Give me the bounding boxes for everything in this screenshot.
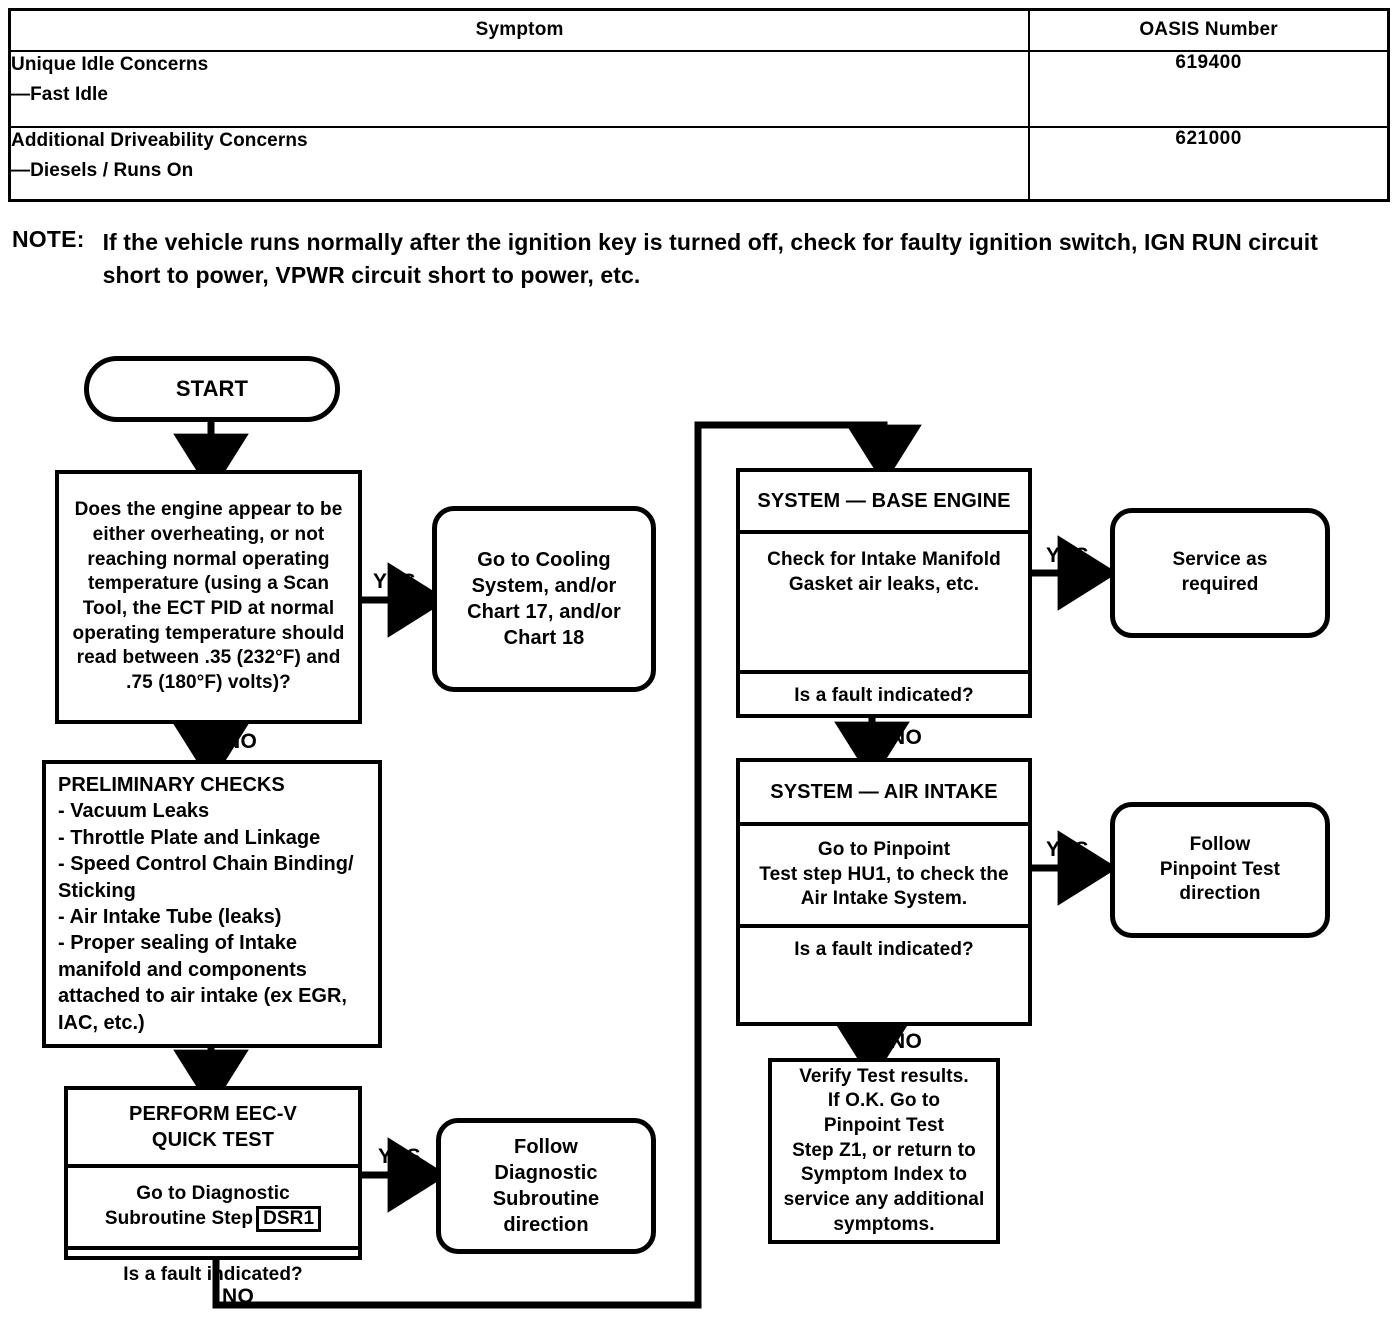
node-start-label: START: [175, 375, 249, 401]
node-overheat-question[interactable]: Does the engine appear to be either over…: [55, 470, 362, 724]
air-intake-title-row: SYSTEM — AIR INTAKE: [740, 762, 1028, 826]
node-overheat-question-label: Does the engine appear to be either over…: [72, 499, 345, 694]
note-label: NOTE:: [12, 226, 85, 252]
preliminary-list: - Vacuum Leaks - Throttle Plate and Link…: [58, 798, 368, 1036]
table-row: Additional Driveability Concerns —Diesel…: [11, 126, 1387, 199]
base-engine-title-row: SYSTEM — BASE ENGINE: [740, 472, 1028, 534]
air-intake-question: Is a fault indicated?: [794, 939, 974, 960]
node-system-base-engine[interactable]: SYSTEM — BASE ENGINE Check for Intake Ma…: [736, 468, 1032, 718]
edge-label-no-airintake: NO: [890, 726, 923, 749]
node-follow-diagnostic-subroutine-label: Follow Diagnostic Subroutine direction: [492, 1136, 600, 1236]
quick-test-question-row: Is a fault indicated?: [68, 1250, 358, 1300]
oasis-cell: 619400: [1028, 50, 1387, 128]
oasis-number: 621000: [1175, 128, 1242, 149]
node-follow-pinpoint-test[interactable]: Follow Pinpoint Test direction: [1110, 802, 1330, 938]
edge-label-yes-pinpoint: YES: [1046, 838, 1089, 861]
oasis-number: 619400: [1175, 52, 1242, 73]
table-row: Unique Idle Concerns —Fast Idle 619400: [11, 50, 1387, 128]
node-go-to-cooling-label: Go to Cooling System, and/or Chart 17, a…: [467, 549, 621, 649]
quick-test-action-line2-text: Subroutine Step: [104, 1208, 254, 1230]
node-follow-pinpoint-test-label: Follow Pinpoint Test direction: [1159, 833, 1281, 905]
symptom-cell: Additional Driveability Concerns —Diesel…: [11, 126, 1031, 199]
base-engine-question-row: Is a fault indicated?: [740, 674, 1028, 770]
node-system-air-intake[interactable]: SYSTEM — AIR INTAKE Go to Pinpoint Test …: [736, 758, 1032, 1026]
base-engine-action-row: Check for Intake Manifold Gasket air lea…: [740, 534, 1028, 674]
air-intake-title: SYSTEM — AIR INTAKE: [770, 781, 998, 803]
node-go-to-cooling[interactable]: Go to Cooling System, and/or Chart 17, a…: [432, 506, 656, 692]
symptom-item: —Diesels / Runs On: [11, 159, 194, 181]
symptom-item: —Fast Idle: [11, 83, 109, 105]
preliminary-title: PRELIMINARY CHECKS: [58, 774, 285, 796]
symptom-heading: Additional Driveability Concerns: [11, 130, 308, 151]
node-service-as-required[interactable]: Service as required: [1110, 508, 1330, 638]
base-engine-question: Is a fault indicated?: [794, 685, 974, 706]
node-verify-test-results-label: Verify Test results. If O.K. Go to Pinpo…: [783, 1065, 985, 1235]
pinpoint-step-ref-dsr1[interactable]: DSR1: [256, 1206, 322, 1233]
node-verify-test-results[interactable]: Verify Test results. If O.K. Go to Pinpo…: [768, 1058, 1000, 1244]
list-item: - Vacuum Leaks: [58, 800, 210, 823]
air-intake-action: Go to Pinpoint Test step HU1, to check t…: [759, 838, 1009, 910]
air-intake-question-row: Is a fault indicated?: [740, 928, 1028, 1070]
edge-label-no-verify: NO: [890, 1030, 923, 1053]
quick-test-title: PERFORM EEC-V QUICK TEST: [129, 1103, 297, 1151]
list-item: - Speed Control Chain Binding/ Sticking: [58, 853, 354, 902]
edge-label-yes-subroutine: YES: [378, 1145, 421, 1168]
node-start[interactable]: START: [84, 356, 340, 422]
list-item: - Air Intake Tube (leaks): [58, 905, 282, 928]
column-header-oasis: OASIS Number: [1028, 11, 1387, 52]
quick-test-action-line1: Go to Diagnostic: [136, 1182, 290, 1204]
oasis-cell: 621000: [1028, 126, 1387, 199]
table-header-row: Symptom OASIS Number: [11, 11, 1387, 52]
edge-label-no-preliminary: NO: [225, 730, 258, 753]
base-engine-title: SYSTEM — BASE ENGINE: [757, 490, 1011, 512]
quick-test-title-row: PERFORM EEC-V QUICK TEST: [68, 1090, 358, 1168]
edge-label-no-loop: NO: [222, 1285, 255, 1308]
edge-label-yes-service: YES: [1046, 544, 1089, 567]
node-quick-test[interactable]: PERFORM EEC-V QUICK TEST Go to Diagnosti…: [64, 1086, 362, 1285]
node-follow-diagnostic-subroutine[interactable]: Follow Diagnostic Subroutine direction: [436, 1118, 656, 1254]
node-preliminary-checks[interactable]: PRELIMINARY CHECKS - Vacuum Leaks - Thro…: [42, 760, 382, 1048]
list-item: - Throttle Plate and Linkage: [58, 826, 321, 849]
column-header-symptom: Symptom: [11, 11, 1031, 52]
symptom-heading: Unique Idle Concerns: [11, 54, 209, 75]
symptom-cell: Unique Idle Concerns —Fast Idle: [11, 50, 1031, 128]
node-service-as-required-label: Service as required: [1172, 549, 1268, 595]
symptom-oasis-table: Symptom OASIS Number Unique Idle Concern…: [8, 8, 1390, 202]
note-text: If the vehicle runs normally after the i…: [102, 229, 1319, 288]
diagnostic-flowchart: START Does the engine appear to be eithe…: [0, 330, 1392, 1328]
list-item: - Proper sealing of Intake manifold and …: [58, 932, 347, 1034]
base-engine-action: Check for Intake Manifold Gasket air lea…: [767, 549, 1001, 595]
quick-test-question: Is a fault indicated?: [123, 1263, 303, 1285]
note-block: NOTE: If the vehicle runs normally after…: [12, 226, 1382, 291]
air-intake-action-row: Go to Pinpoint Test step HU1, to check t…: [740, 826, 1028, 928]
edge-label-yes-cooling: YES: [373, 570, 416, 593]
